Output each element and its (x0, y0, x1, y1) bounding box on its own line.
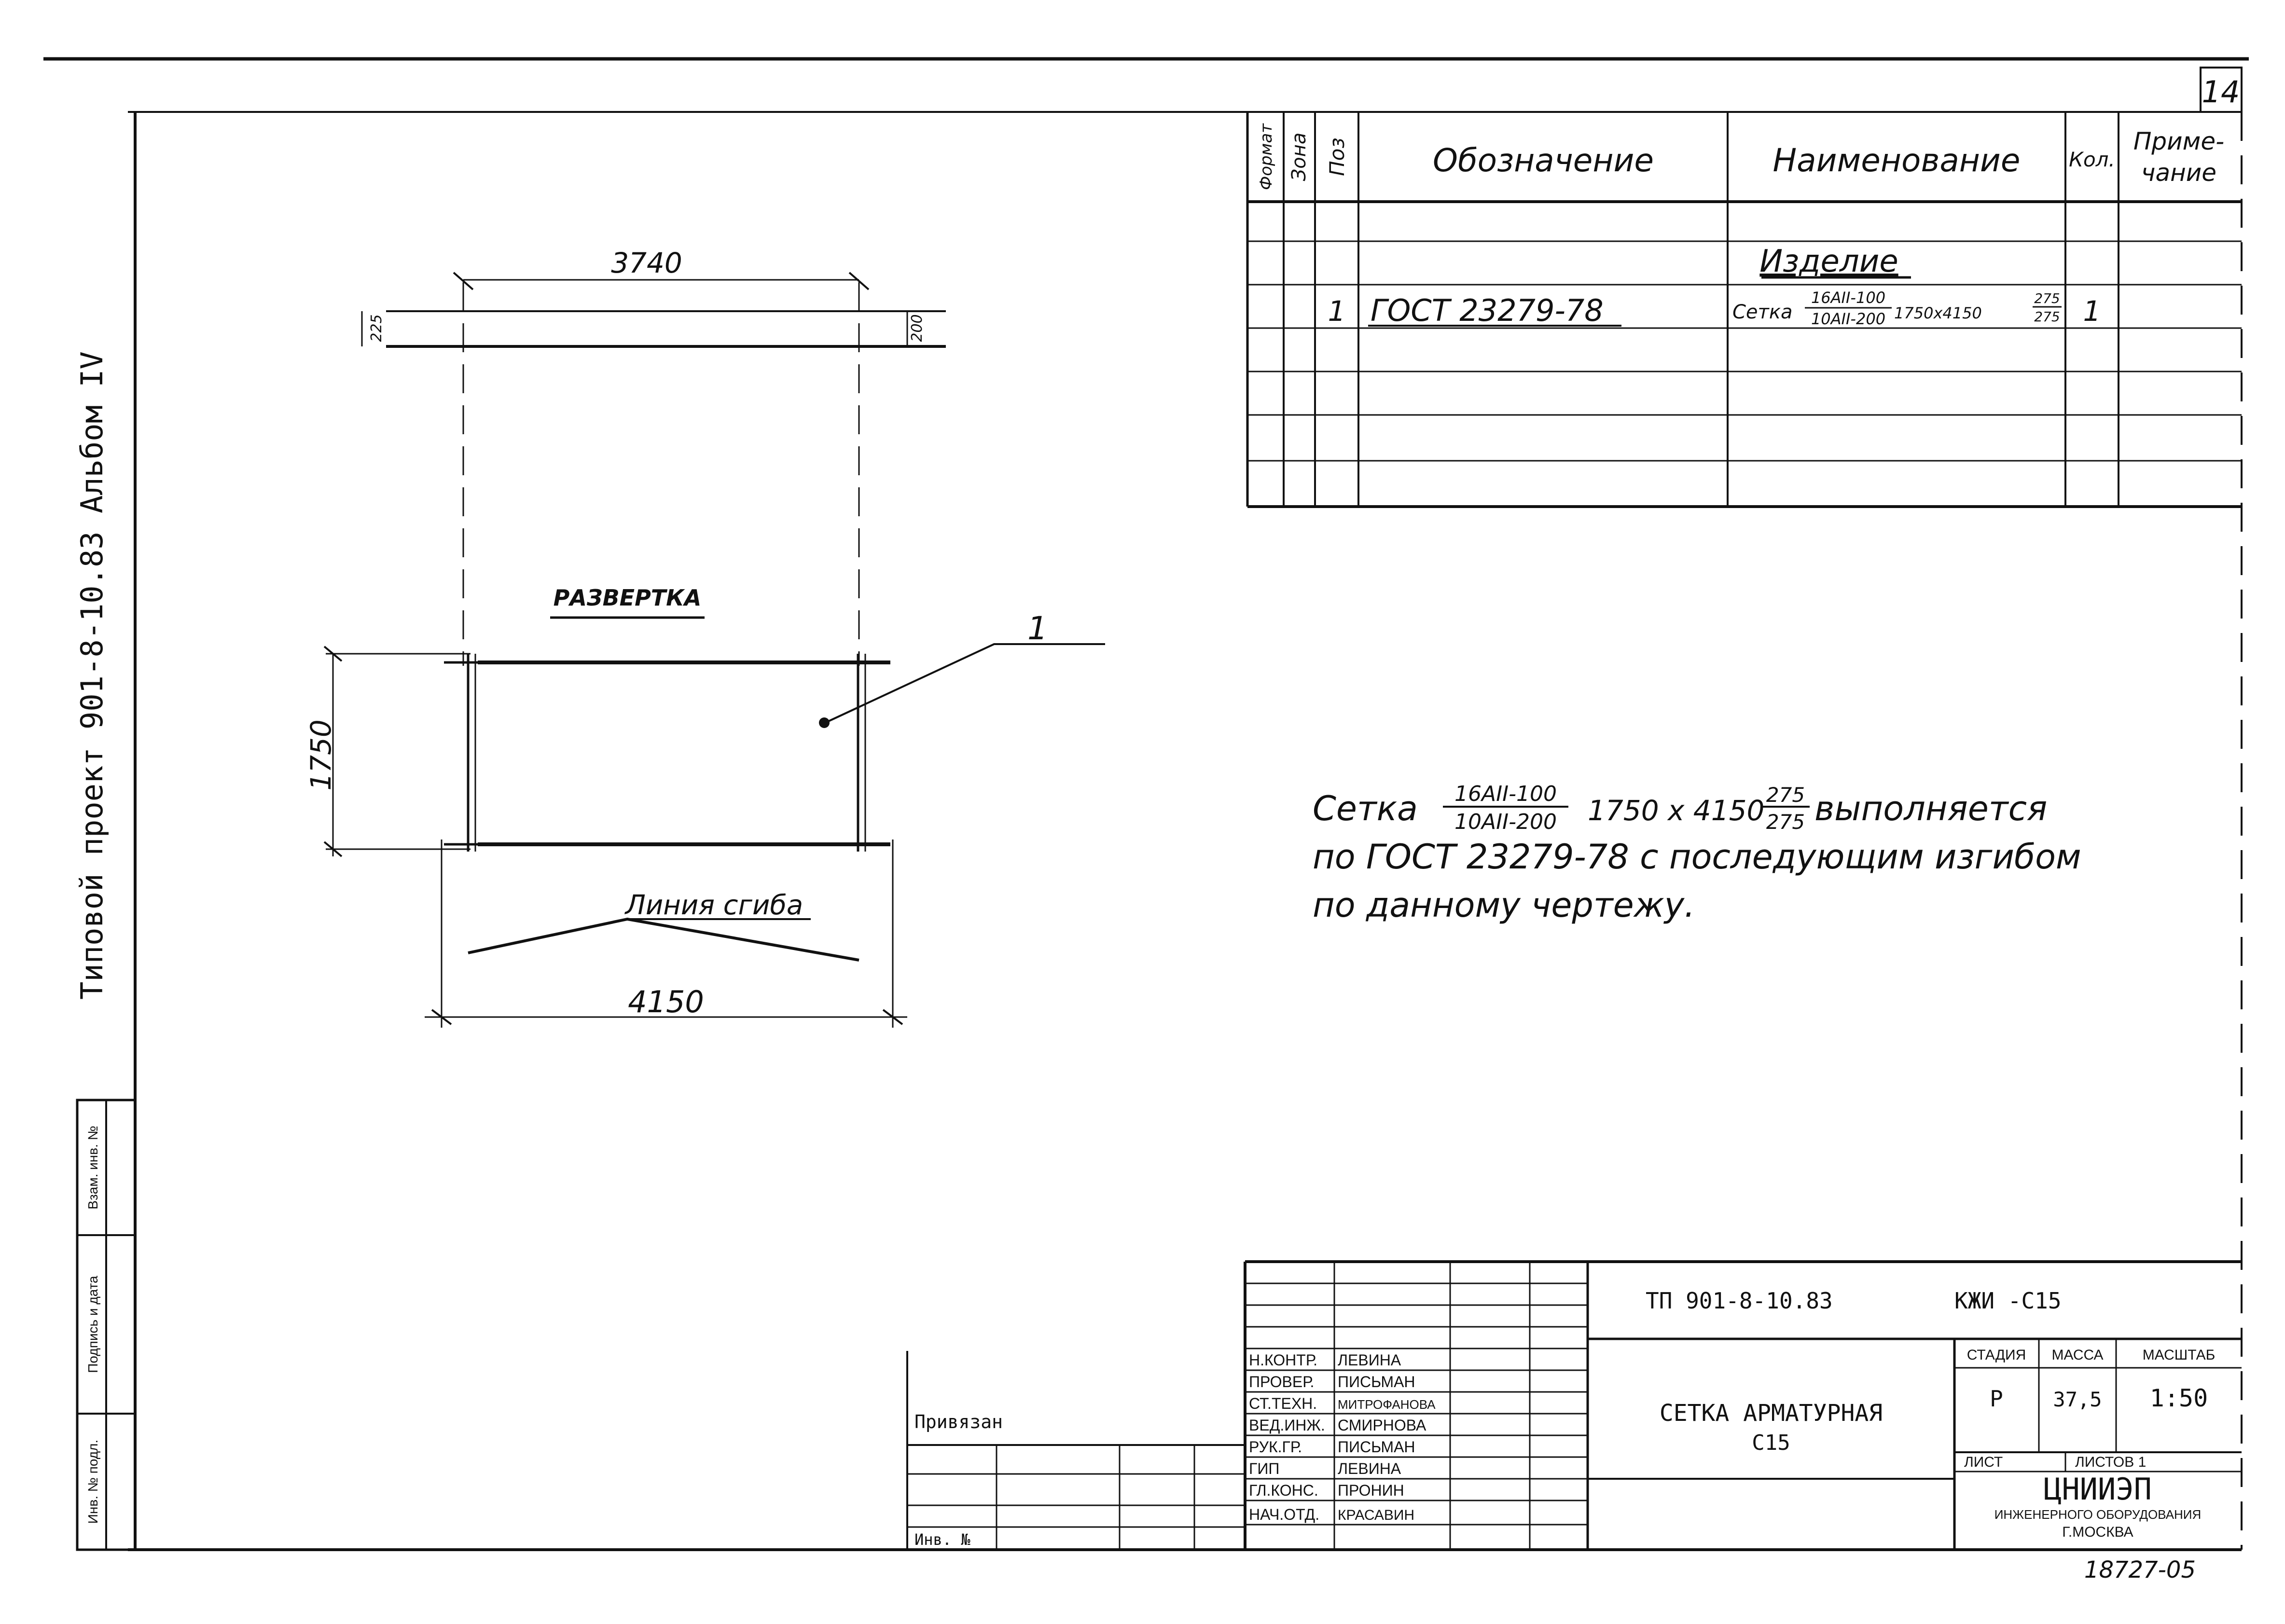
spec-row1-name-den: 10AII-200 (1811, 310, 1885, 328)
doc-code: ТП 901-8-10.83 (1646, 1288, 1833, 1314)
callout-number: 1 (1027, 610, 1048, 647)
label-bend-line: Линия сгиба (624, 890, 803, 921)
person-name: КРАСАВИН (1338, 1507, 1414, 1523)
sheet-label: ЛИСТ (1964, 1454, 2003, 1470)
left-stamp (76, 1099, 137, 1551)
person-name: МИТРОФАНОВА (1338, 1397, 1436, 1412)
mass-label: МАССА (2051, 1347, 2103, 1363)
person-role: НАЧ.ОТД. (1249, 1506, 1319, 1523)
sheet-number: 14 (2202, 74, 2240, 110)
note-line2: по ГОСТ 23279-78 с последующим изгибом (1313, 837, 2081, 877)
dim-top: 3740 (611, 247, 682, 279)
stamp-vzam-inv: Взам. инв. № (85, 1126, 100, 1209)
dim-side: 1750 (305, 719, 337, 791)
spec-row1-name-num: 16AII-100 (1811, 289, 1885, 307)
spec-row1-ov-den: 275 (2034, 309, 2060, 325)
dim-left-top: 225 (368, 314, 385, 342)
spec-table (1246, 112, 2242, 508)
spec-row1-pos: 1 (1328, 295, 1346, 328)
note-ov-num: 275 (1766, 783, 1805, 807)
title-block (1244, 1260, 2242, 1550)
stamp-sign-date: Подпись и дата (85, 1276, 100, 1373)
scale-label: МАСШТАБ (2143, 1347, 2216, 1363)
callout-dot (819, 717, 830, 728)
people-list: Н.КОНТР. ЛЕВИНА ПРОВЕР. ПИСЬМАН СТ.ТЕХН.… (1249, 1351, 1436, 1523)
person-name: СМИРНОВА (1338, 1417, 1426, 1434)
side-title: Типовой проект 901-8-10.83 Альбом IV (74, 351, 110, 1000)
person-role: Н.КОНТР. (1249, 1351, 1317, 1369)
spec-header-note-1: Приме- (2133, 127, 2224, 155)
mass-value: 37,5 (2053, 1388, 2102, 1411)
person-role: ВЕД.ИНЖ. (1249, 1417, 1325, 1434)
spec-row1-name-size: 1750x4150 (1894, 304, 1982, 322)
person-name: ЛЕВИНА (1338, 1351, 1401, 1369)
dim-right-top: 200 (909, 314, 926, 342)
org-city: Г.МОСКВА (2062, 1524, 2133, 1540)
binding-block (906, 1351, 1245, 1550)
stage-value: Р (1990, 1386, 2003, 1412)
doc-title-line1: СЕТКА АРМАТУРНАЯ (1660, 1400, 1883, 1427)
person-role: ГЛ.КОНС. (1249, 1482, 1318, 1499)
note-size: 1750 x 4150 (1588, 794, 1764, 827)
person-name: ПИСЬМАН (1338, 1438, 1415, 1456)
spec-header-note-2: чание (2141, 159, 2216, 187)
person-role: ГИП (1249, 1460, 1279, 1477)
spec-row1-name-prefix: Сетка (1732, 301, 1793, 323)
note-prefix: Сетка (1313, 789, 1418, 828)
note-line3: по данному чертежу. (1313, 885, 1695, 925)
mesh-drawing (323, 272, 1105, 1028)
note-line1-rest: выполняется (1814, 789, 2047, 828)
dim-bottom: 4150 (628, 984, 704, 1019)
doc-title-line2: С15 (1752, 1431, 1790, 1455)
spec-header-qty: Кол. (2069, 148, 2115, 171)
scale-value: 1:50 (2150, 1384, 2208, 1412)
spec-header-designation: Обозначение (1433, 142, 1654, 179)
spec-row1-qty: 1 (2083, 295, 2101, 328)
person-role: СТ.ТЕХН. (1249, 1395, 1317, 1412)
person-role: ПРОВЕР. (1249, 1373, 1314, 1390)
note-den: 10AII-200 (1454, 810, 1557, 834)
spec-header-name: Наименование (1773, 142, 2021, 179)
doc-mark: КЖИ -С15 (1954, 1288, 2062, 1314)
spec-row1-designation: ГОСТ 23279-78 (1371, 293, 1604, 328)
spec-header-pos: Поз (1325, 138, 1349, 176)
signatures (1457, 1355, 1520, 1523)
sheets-label: ЛИСТОВ 1 (2075, 1454, 2146, 1470)
binding-attached: Привязан (914, 1411, 1003, 1432)
spec-header-format: Формат (1257, 123, 1276, 190)
stamp-inv-podl: Инв. № подл. (85, 1440, 100, 1524)
spec-row1-ov-num: 275 (2034, 290, 2060, 306)
person-role: РУК.ГР. (1249, 1438, 1302, 1456)
label-unfold: РАЗВЕРТКА (554, 585, 702, 611)
archive-number: 18727-05 (2084, 1556, 2196, 1583)
note-num: 16AII-100 (1454, 782, 1557, 806)
stage-label: СТАДИЯ (1967, 1347, 2026, 1363)
spec-header-zone: Зона (1288, 133, 1310, 181)
person-name: ЛЕВИНА (1338, 1460, 1401, 1477)
person-name: ПИСЬМАН (1338, 1373, 1415, 1390)
org-name: ЦНИИЭП (2044, 1472, 2152, 1507)
spec-section-title: Изделие (1759, 244, 1898, 279)
note: Сетка 16AII-100 10AII-200 1750 x 4150 27… (1313, 782, 2081, 925)
binding-inv: Инв. № (914, 1530, 970, 1549)
sheet-frame (43, 57, 2249, 1551)
note-ov-den: 275 (1766, 810, 1805, 834)
person-name: ПРОНИН (1338, 1482, 1404, 1499)
org-name-line2: ИНЖЕНЕРНОГО ОБОРУДОВАНИЯ (1994, 1507, 2202, 1522)
